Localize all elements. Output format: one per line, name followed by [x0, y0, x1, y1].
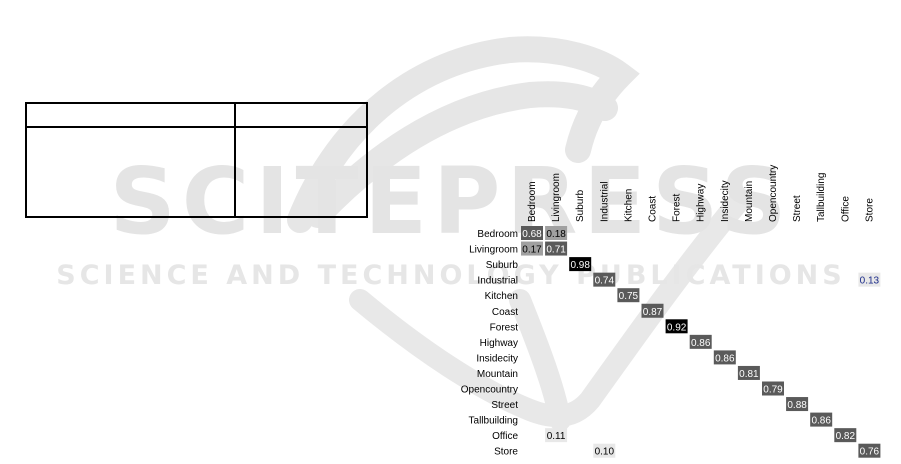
- matrix-cell: [641, 303, 664, 318]
- row-label: Tallbuilding: [469, 416, 518, 427]
- row-label: Street: [491, 400, 518, 411]
- matrix-cell-value: 0.79: [763, 385, 783, 396]
- matrix-cell-value: 0.74: [595, 276, 615, 287]
- column-label: Forest: [672, 193, 683, 222]
- matrix-cell: [786, 397, 809, 412]
- column-label: Insidecity: [720, 180, 731, 222]
- matrix-cell: [713, 350, 736, 365]
- column-label: Suburb: [575, 189, 586, 222]
- row-label: Mountain: [477, 369, 518, 380]
- column-label: Street: [792, 195, 803, 222]
- matrix-cell: [617, 288, 640, 303]
- row-label: Suburb: [486, 260, 519, 271]
- matrix-cell: [858, 272, 881, 287]
- matrix-cell: [737, 365, 760, 380]
- matrix-cell-value: 0.17: [522, 245, 542, 256]
- row-label: Bedroom: [477, 229, 518, 240]
- matrix-cell: [593, 443, 616, 458]
- column-label: Opencountry: [768, 165, 779, 222]
- matrix-cell-value: 0.75: [619, 291, 639, 302]
- matrix-cell: [858, 443, 881, 458]
- matrix-cell-value: 0.82: [836, 431, 856, 442]
- column-label: Highway: [696, 184, 707, 222]
- matrix-cell: [521, 241, 543, 256]
- matrix-cell: [762, 381, 784, 396]
- matrix-cell-value: 0.71: [546, 245, 566, 256]
- row-label: Highway: [480, 338, 518, 349]
- watermark-subtitle: SCIENCE AND TECHNOLOGY PUBLICATIONS: [56, 260, 846, 291]
- matrix-cell-value: 0.87: [643, 307, 663, 318]
- row-label: Coast: [492, 307, 518, 318]
- row-label: Livingroom: [469, 245, 518, 256]
- matrix-cell: [593, 272, 616, 287]
- watermark-title: SCITEPRESS: [109, 148, 793, 255]
- table-header-rule: [27, 126, 366, 128]
- row-label: Office: [492, 431, 518, 442]
- matrix-cell: [521, 226, 543, 240]
- column-label: Livingroom: [551, 173, 562, 222]
- row-label: Kitchen: [485, 291, 518, 302]
- row-label: Store: [494, 447, 518, 458]
- matrix-cell: [689, 334, 712, 349]
- matrix-cell-value: 0.13: [860, 276, 880, 287]
- matrix-cell-value: 0.86: [811, 416, 831, 427]
- column-label: Industrial: [599, 181, 610, 222]
- matrix-cell-value: 0.76: [860, 447, 880, 458]
- row-label: Insidecity: [476, 353, 518, 364]
- column-label: Store: [864, 198, 875, 222]
- column-label: Bedroom: [527, 181, 538, 222]
- matrix-cell-value: 0.92: [667, 322, 687, 333]
- row-label: Industrial: [477, 276, 518, 287]
- matrix-cell: [545, 428, 568, 443]
- matrix-cell-value: 0.18: [546, 229, 566, 240]
- column-label: Kitchen: [623, 189, 634, 222]
- column-label: Tallbuilding: [816, 173, 827, 222]
- matrix-cell-value: 0.68: [522, 229, 542, 240]
- matrix-cell: [545, 241, 568, 256]
- column-label: Mountain: [744, 181, 755, 222]
- matrix-cell-value: 0.88: [787, 400, 807, 411]
- row-label: Opencountry: [461, 385, 518, 396]
- matrix-cell-value: 0.98: [570, 260, 590, 271]
- matrix-cell: [545, 226, 568, 240]
- matrix-cell-value: 0.86: [715, 353, 735, 364]
- row-label: Forest: [490, 322, 519, 333]
- matrix-cell-value: 0.11: [547, 431, 566, 442]
- matrix-cell-value: 0.86: [691, 338, 711, 349]
- matrix-cell: [834, 428, 857, 443]
- matrix-cell: [665, 319, 688, 334]
- column-label: Office: [840, 196, 851, 222]
- matrix-cell-value: 0.10: [595, 447, 615, 458]
- matrix-cell: [569, 257, 592, 272]
- column-label: Coast: [648, 196, 659, 222]
- matrix-cell: [810, 412, 833, 427]
- empty-table-outline: [25, 102, 368, 218]
- table-column-rule: [234, 104, 236, 216]
- matrix-cell-value: 0.81: [739, 369, 759, 380]
